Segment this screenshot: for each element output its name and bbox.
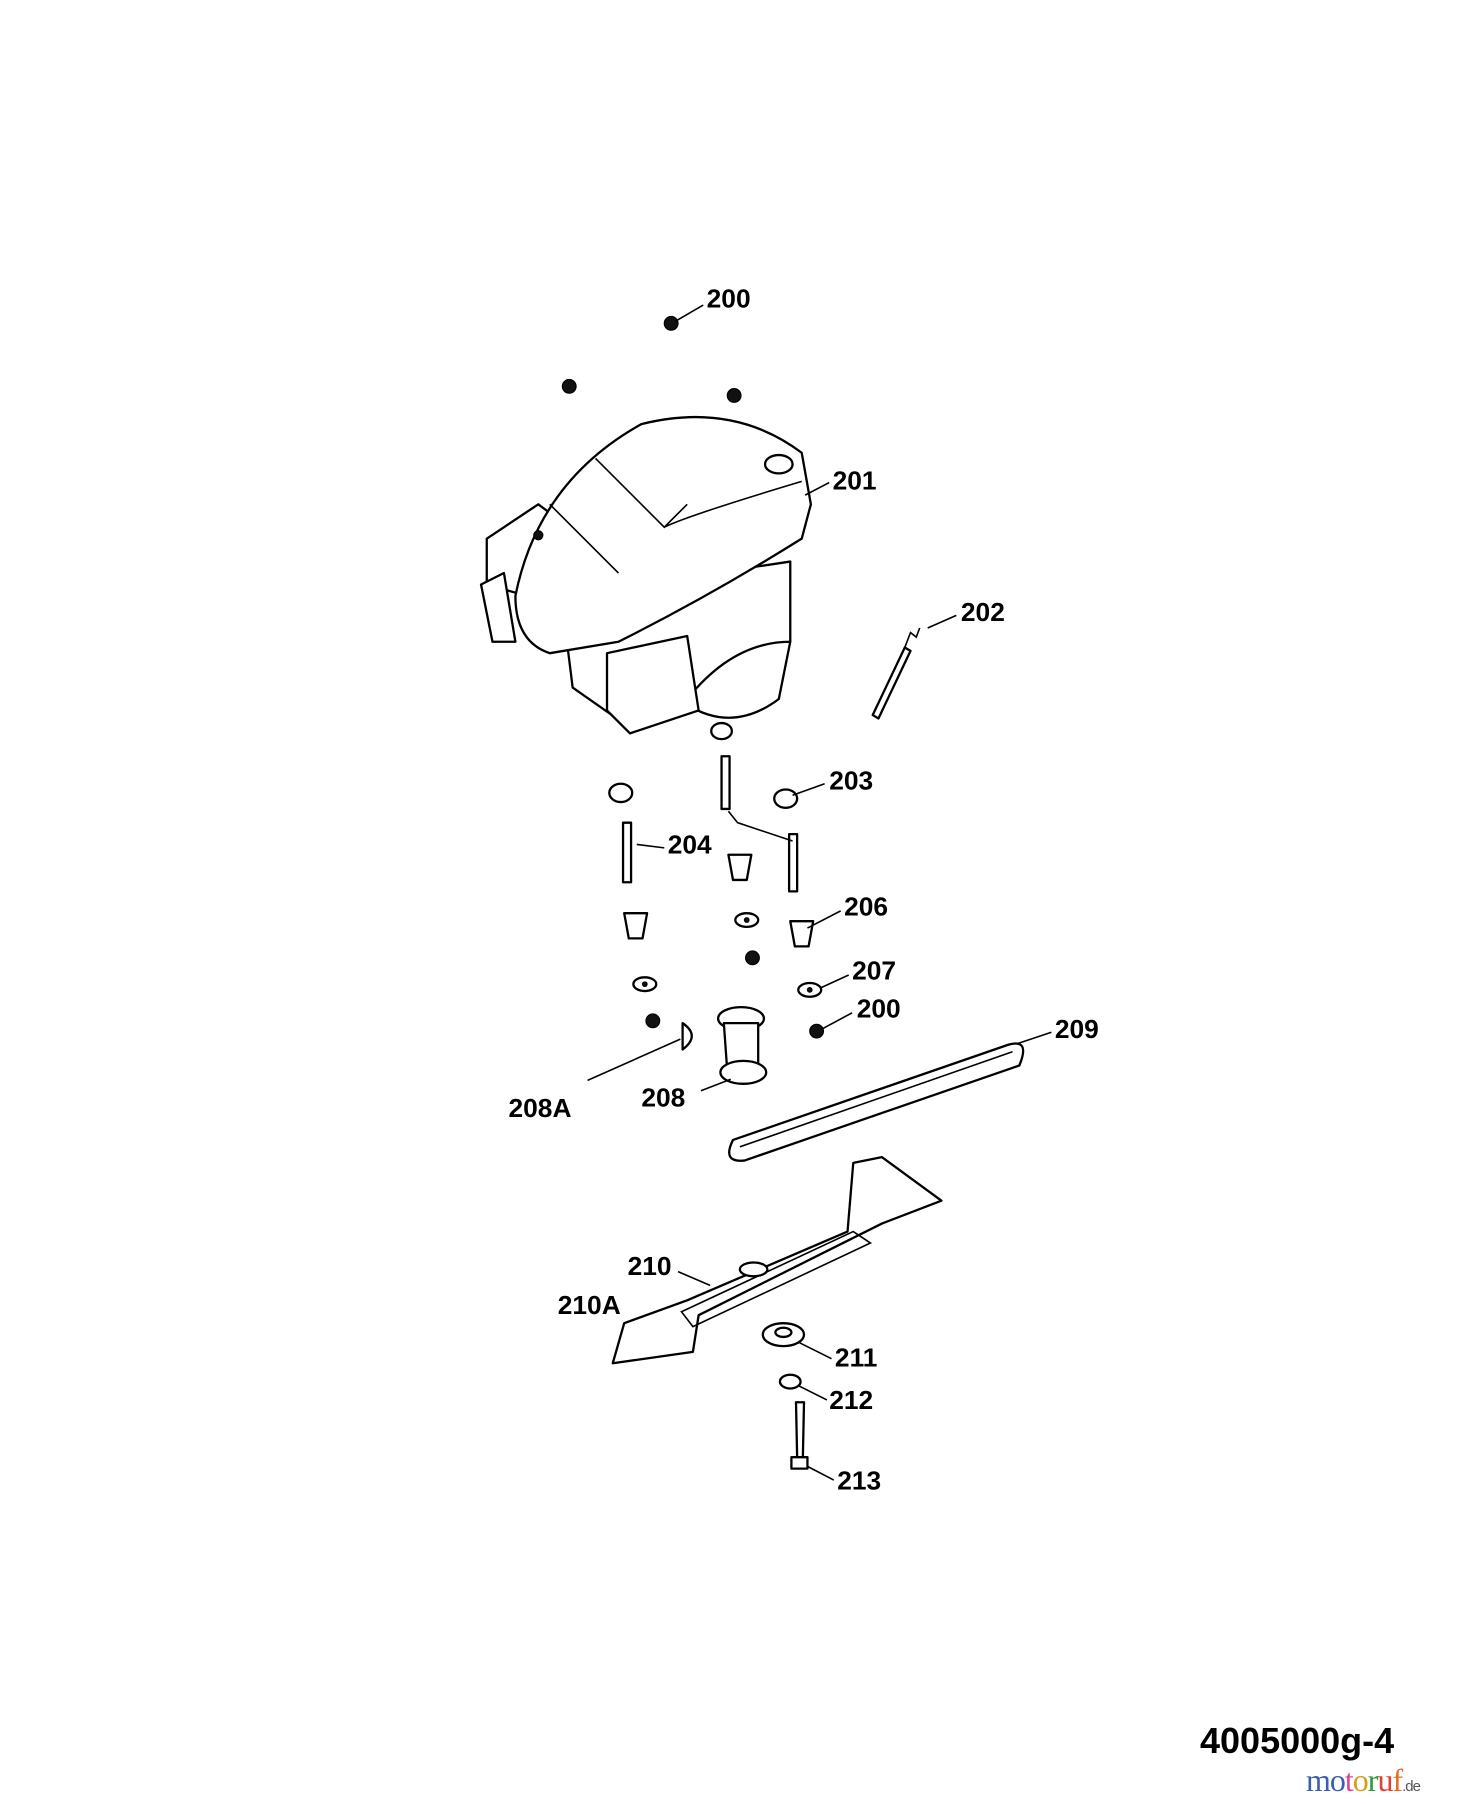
watermark-suffix: .de (1402, 1778, 1421, 1795)
belt-209 (728, 1042, 1025, 1162)
diagram-code: 4005000g-4 (1200, 1720, 1395, 1761)
spacers-203 (608, 721, 799, 809)
blade-210 (611, 1155, 943, 1365)
label-202: 202 (961, 597, 1005, 627)
label-208A: 208A (509, 1093, 572, 1123)
adapter-211 (761, 1322, 806, 1348)
label-208: 208 (641, 1083, 685, 1113)
bushings-206 (623, 853, 815, 948)
watermark-logo: motoruf.de (1306, 1762, 1421, 1798)
watermark-letter: o (1329, 1762, 1346, 1798)
watermark-letter: o (1352, 1762, 1369, 1798)
label-203: 203 (829, 765, 873, 795)
washer-212 (778, 1373, 802, 1390)
label-210A: 210A (558, 1290, 621, 1320)
watermark-letter: r (1367, 1762, 1379, 1798)
label-201: 201 (833, 465, 877, 495)
watermark-letter: u (1377, 1762, 1393, 1798)
studs-204 (621, 755, 799, 893)
nuts-200-bottom (645, 950, 825, 1039)
bolt-213 (790, 1401, 809, 1470)
label-209: 209 (1055, 1014, 1099, 1044)
label-200-top: 200 (707, 283, 751, 313)
watermark-letter: f (1392, 1762, 1403, 1798)
label-213: 213 (837, 1465, 881, 1495)
label-206: 206 (844, 891, 888, 921)
label-204: 204 (668, 830, 712, 860)
washers-207 (632, 912, 823, 998)
key-208A (681, 1021, 693, 1051)
label-210: 210 (628, 1251, 672, 1281)
pulley-208 (716, 1005, 768, 1085)
label-200-bottom: 200 (857, 993, 901, 1023)
leader-lines (587, 304, 1052, 1481)
watermark-letter: m (1306, 1762, 1331, 1798)
label-211: 211 (835, 1343, 877, 1373)
nut-200-top (561, 315, 742, 403)
label-207: 207 (852, 956, 896, 986)
watermark-letter: t (1344, 1762, 1354, 1798)
label-212: 212 (829, 1385, 873, 1415)
engine-201 (479, 415, 813, 735)
dipstick-202 (871, 627, 921, 720)
